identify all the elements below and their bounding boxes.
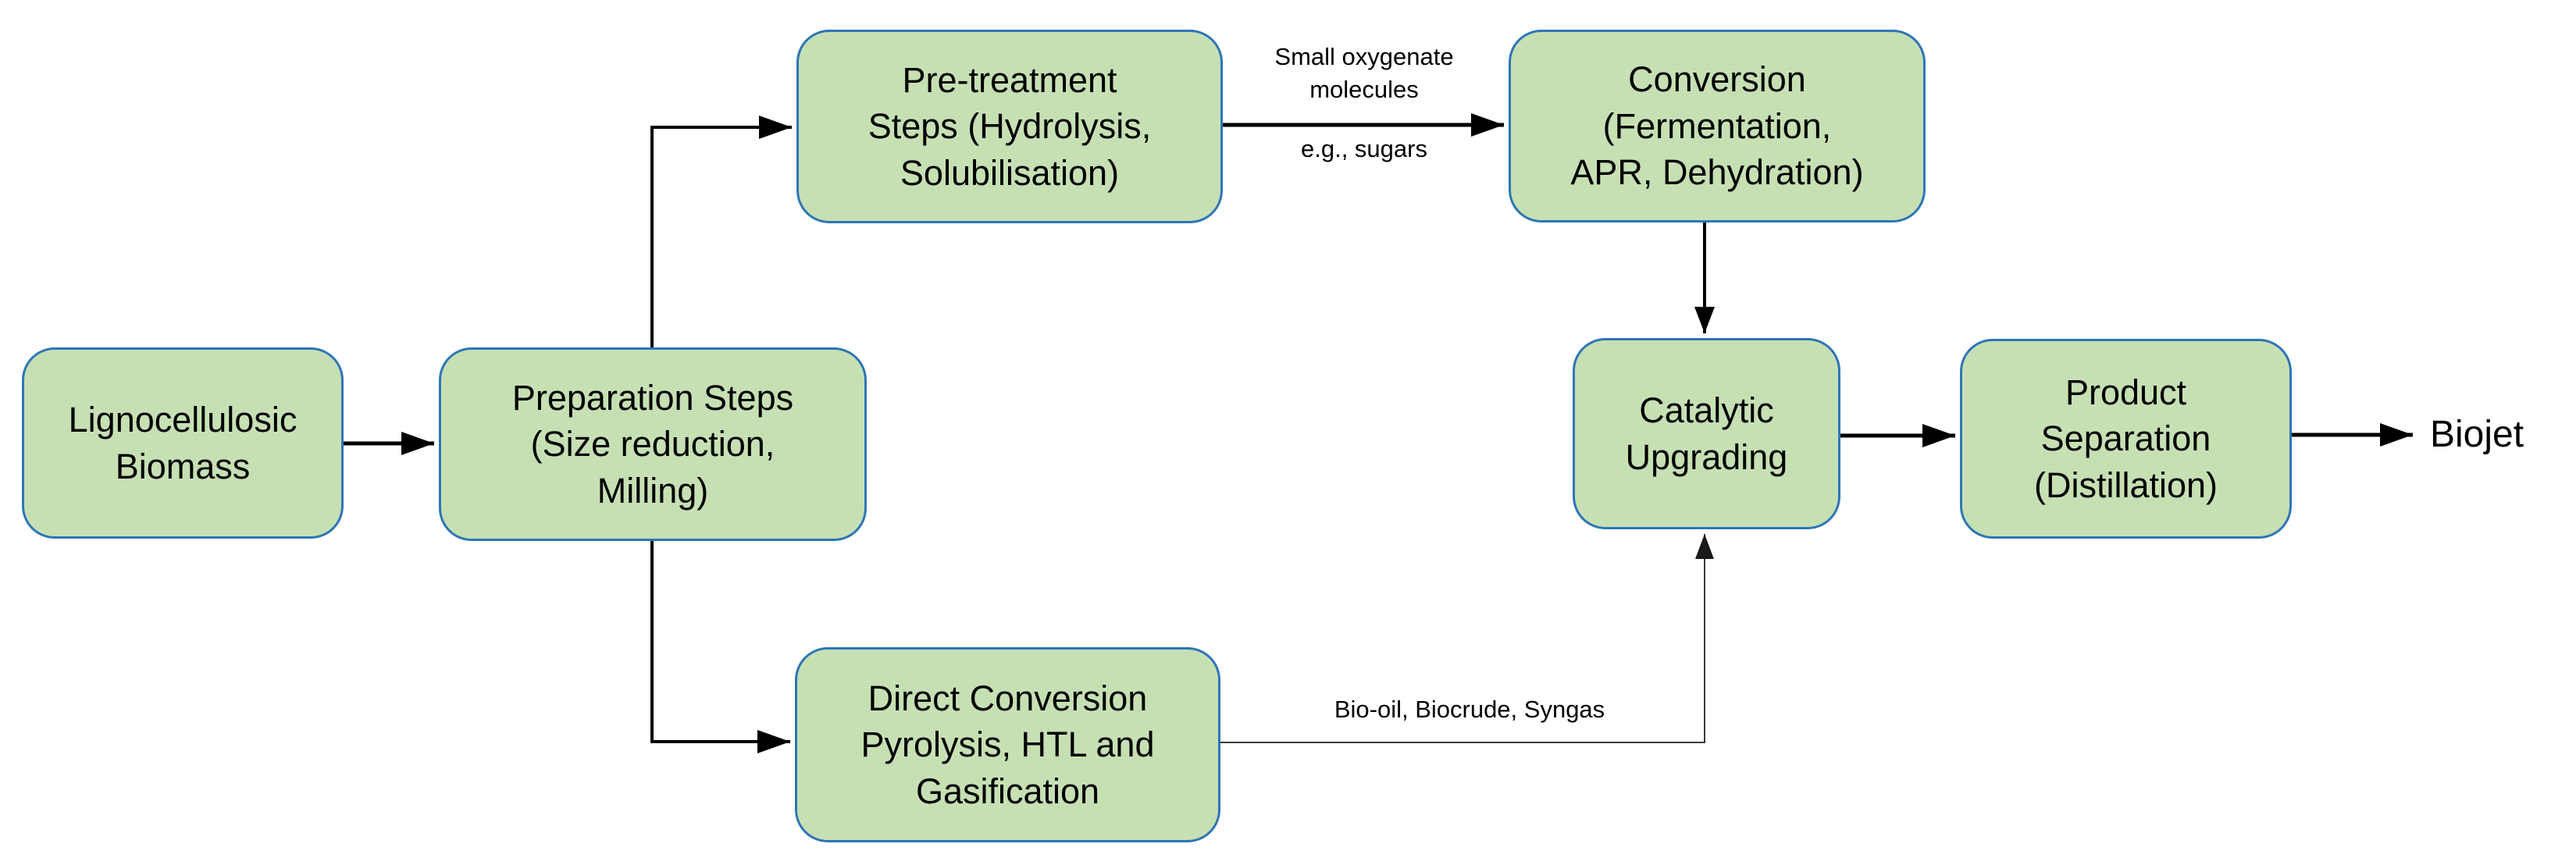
arrow-preparation-to-direct-conversion [650, 541, 790, 753]
edge-label-eg-sugars: e.g., sugars [1301, 135, 1427, 162]
node-conversion: Conversion (Fermentation, APR, Dehydrati… [1509, 30, 1926, 222]
node-preparation-steps: Preparation Steps (Size reduction, Milli… [439, 347, 867, 541]
arrow-preparation-to-pretreatment [650, 116, 792, 347]
node-direct-conversion: Direct Conversion Pyrolysis, HTL and Gas… [795, 647, 1220, 842]
edge-label-bio-oil-biocrude-syngas: Bio-oil, Biocrude, Syngas [1334, 696, 1605, 723]
node-lignocellulosic-biomass: Lignocellulosic Biomass [22, 347, 344, 539]
node-catalytic-upgrading: Catalytic Upgrading [1573, 338, 1840, 529]
edge-label-small-oxygenate-molecules: Small oxygenate molecules [1274, 43, 1454, 103]
node-product-separation: Product Separation (Distillation) [1960, 339, 2292, 539]
node-pretreatment-steps: Pre-treatment Steps (Hydrolysis, Solubil… [796, 30, 1223, 223]
terminal-label-biojet: Biojet [2430, 414, 2524, 455]
